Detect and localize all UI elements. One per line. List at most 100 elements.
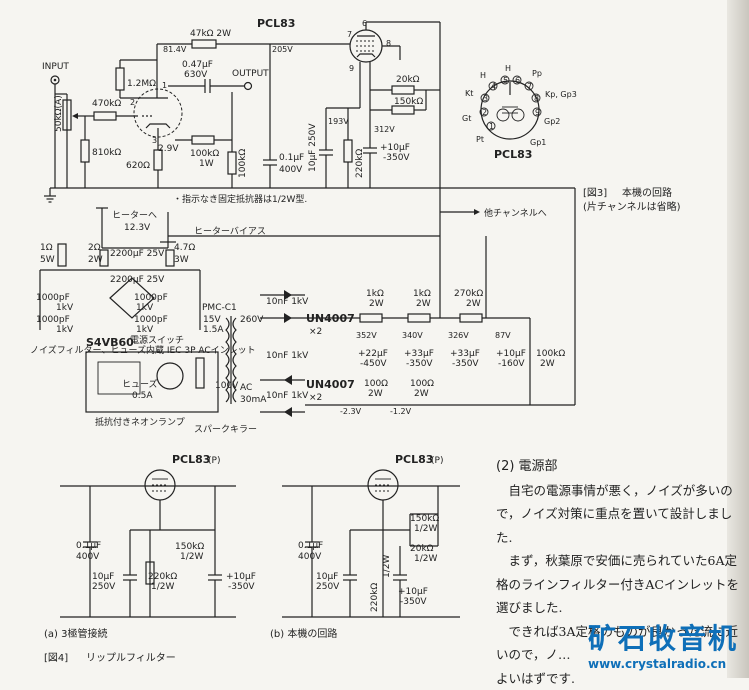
svg-text:-1.2V: -1.2V bbox=[390, 407, 412, 416]
svg-text:-160V: -160V bbox=[498, 359, 525, 369]
svg-text:+10μF: +10μF bbox=[496, 349, 526, 359]
svg-text:193V: 193V bbox=[328, 117, 349, 126]
svg-text:10nF 1kV: 10nF 1kV bbox=[266, 351, 309, 361]
svg-text:2W: 2W bbox=[540, 359, 555, 369]
svg-text:10μF: 10μF bbox=[92, 572, 114, 582]
svg-text:20kΩ: 20kΩ bbox=[410, 544, 434, 554]
svg-text:8: 8 bbox=[534, 94, 539, 103]
svg-text:150kΩ: 150kΩ bbox=[410, 514, 439, 524]
svg-text:81.4V: 81.4V bbox=[163, 45, 187, 54]
svg-text:220kΩ: 220kΩ bbox=[148, 572, 177, 582]
svg-text:-350V: -350V bbox=[452, 359, 479, 369]
svg-text:+22μF: +22μF bbox=[358, 349, 388, 359]
svg-text:1W: 1W bbox=[199, 159, 214, 169]
svg-text:×2: ×2 bbox=[309, 327, 322, 337]
svg-text:-350V: -350V bbox=[400, 597, 427, 607]
svg-text:3: 3 bbox=[152, 136, 157, 145]
svg-text:1kV: 1kV bbox=[136, 303, 154, 313]
svg-text:PCL83: PCL83 bbox=[395, 453, 433, 466]
svg-text:PCL83: PCL83 bbox=[172, 453, 210, 466]
watermark-logo-text: 矿石收音机 bbox=[588, 617, 748, 657]
svg-text:100kΩ: 100kΩ bbox=[190, 149, 219, 159]
tube-title: PCL83 bbox=[257, 17, 295, 30]
volume-label: 50kΩ(A) bbox=[54, 95, 64, 132]
svg-text:1kΩ: 1kΩ bbox=[366, 289, 384, 299]
svg-text:0.5A: 0.5A bbox=[132, 391, 153, 401]
svg-text:2W: 2W bbox=[368, 389, 383, 399]
svg-text:2: 2 bbox=[482, 108, 487, 117]
svg-text:6: 6 bbox=[515, 76, 520, 85]
svg-text:270kΩ: 270kΩ bbox=[454, 289, 483, 299]
svg-text:5W: 5W bbox=[40, 255, 55, 265]
svg-text:100Ω: 100Ω bbox=[410, 379, 434, 389]
svg-text:220kΩ: 220kΩ bbox=[370, 583, 380, 612]
svg-text:0.47μF: 0.47μF bbox=[182, 60, 213, 70]
svg-text:9: 9 bbox=[349, 64, 354, 73]
svg-text:400V: 400V bbox=[76, 552, 100, 562]
svg-text:1kV: 1kV bbox=[56, 303, 74, 313]
svg-text:7: 7 bbox=[527, 82, 532, 91]
fig3-caption-title: 本機の回路 bbox=[622, 186, 672, 199]
svg-text:100Ω: 100Ω bbox=[364, 379, 388, 389]
svg-text:+10μF: +10μF bbox=[398, 587, 428, 597]
svg-text:Pt: Pt bbox=[476, 135, 484, 144]
svg-text:205V: 205V bbox=[272, 45, 293, 54]
svg-text:Kt: Kt bbox=[465, 89, 473, 98]
svg-text:1: 1 bbox=[489, 122, 494, 131]
svg-text:H: H bbox=[480, 71, 486, 80]
svg-text:1000pF: 1000pF bbox=[134, 315, 168, 325]
svg-text:+10μF: +10μF bbox=[380, 143, 410, 153]
svg-text:ヒューズ: ヒューズ bbox=[122, 378, 158, 390]
svg-text:スパークキラー: スパークキラー bbox=[194, 424, 257, 435]
svg-text:1/2W: 1/2W bbox=[180, 552, 203, 562]
svg-text:ノイズフィルター、ヒューズ内蔵 IEC 3P ACインレット: ノイズフィルター、ヒューズ内蔵 IEC 3P ACインレット bbox=[30, 344, 256, 356]
fig4-caption-title: リップルフィルター bbox=[86, 652, 176, 664]
svg-text:UN4007: UN4007 bbox=[306, 378, 355, 391]
article-paragraph-2: まず，秋葉原で安価に売られていた6A定格のラインフィルター付きACインレットを選… bbox=[496, 549, 746, 620]
svg-text:Pp: Pp bbox=[532, 69, 542, 78]
svg-text:2W: 2W bbox=[416, 299, 431, 309]
svg-text:Kp, Gp3: Kp, Gp3 bbox=[545, 90, 577, 99]
svg-text:1kV: 1kV bbox=[56, 325, 74, 335]
article-paragraph-1: 自宅の電源事情が悪く，ノイズが多いので，ノイズ対策に重点を置いて設計しました. bbox=[496, 479, 746, 550]
section-heading: (2) 電源部 bbox=[496, 455, 746, 479]
input-label: INPUT bbox=[42, 62, 69, 72]
svg-text:2Ω: 2Ω bbox=[88, 243, 101, 253]
svg-text:1000pF: 1000pF bbox=[36, 293, 70, 303]
svg-text:2W: 2W bbox=[369, 299, 384, 309]
svg-text:Gt: Gt bbox=[462, 114, 471, 123]
svg-text:2200μF 25V: 2200μF 25V bbox=[110, 249, 165, 259]
svg-text:250V: 250V bbox=[316, 582, 340, 592]
svg-text:1kV: 1kV bbox=[136, 325, 154, 335]
svg-text:1/2W: 1/2W bbox=[151, 582, 174, 592]
svg-text:+33μF: +33μF bbox=[404, 349, 434, 359]
svg-text:10nF 1kV: 10nF 1kV bbox=[266, 297, 309, 307]
svg-text:0.1μF: 0.1μF bbox=[76, 541, 101, 551]
svg-text:5: 5 bbox=[503, 76, 508, 85]
svg-text:12.3V: 12.3V bbox=[124, 223, 151, 233]
svg-text:ヒーターバイアス: ヒーターバイアス bbox=[194, 226, 266, 237]
svg-text:ヒーターへ: ヒーターへ bbox=[112, 210, 157, 221]
fig3-caption-note: (片チャンネルは省略) bbox=[583, 200, 681, 213]
ripple-filter-b: PCL83 (P) 0.1μF 400V 150kΩ 1/2W 20kΩ 1/2… bbox=[270, 453, 460, 640]
watermark: 矿石收音机 www.crystalradio.cn bbox=[588, 617, 748, 677]
svg-text:810kΩ: 810kΩ bbox=[92, 148, 121, 158]
svg-text:620Ω: 620Ω bbox=[126, 161, 150, 171]
svg-text:20kΩ: 20kΩ bbox=[396, 75, 420, 85]
svg-text:340V: 340V bbox=[402, 331, 423, 340]
svg-text:他チャンネルへ: 他チャンネルへ bbox=[484, 207, 547, 219]
svg-text:100kΩ: 100kΩ bbox=[536, 349, 565, 359]
svg-text:10μF: 10μF bbox=[316, 572, 338, 582]
svg-text:1/2W: 1/2W bbox=[414, 554, 437, 564]
svg-text:+10μF: +10μF bbox=[226, 572, 256, 582]
svg-text:250V: 250V bbox=[92, 582, 116, 592]
svg-text:100V: 100V bbox=[215, 381, 239, 391]
fig3-caption-no: [図3] bbox=[583, 187, 607, 199]
svg-text:630V: 630V bbox=[184, 70, 208, 80]
svg-text:352V: 352V bbox=[356, 331, 377, 340]
svg-text:1.2MΩ: 1.2MΩ bbox=[127, 79, 156, 89]
svg-text:0.1μF: 0.1μF bbox=[298, 541, 323, 551]
svg-text:(P): (P) bbox=[431, 456, 443, 466]
svg-text:4.7Ω: 4.7Ω bbox=[174, 243, 195, 253]
svg-text:(a) 3極管接続: (a) 3極管接続 bbox=[44, 627, 107, 640]
